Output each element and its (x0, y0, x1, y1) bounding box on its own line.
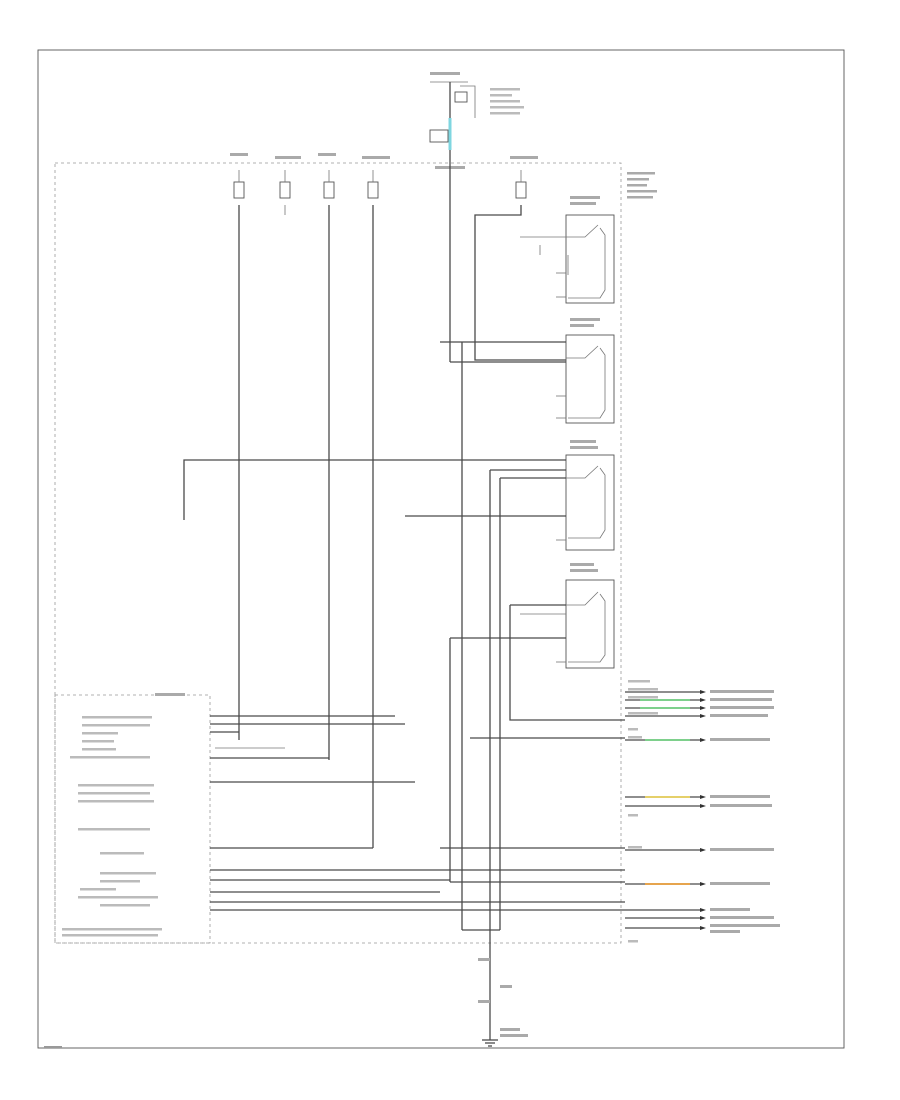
fuse-2-icon (279, 170, 291, 199)
output-destination-labels (710, 690, 780, 933)
central-junction-box-outline (54, 162, 622, 944)
module-pin-labels (62, 716, 162, 937)
relay-4 (565, 563, 615, 669)
ground-symbol (482, 1039, 498, 1047)
relay-3 (565, 440, 615, 551)
fuse-1-icon (233, 170, 245, 199)
module-output-wires (210, 715, 625, 911)
top-feed (429, 72, 524, 165)
top-fuse-icon (454, 91, 468, 103)
fuse-group (233, 170, 527, 199)
relay-2 (565, 318, 615, 424)
fuse-4-icon (367, 170, 379, 199)
vertical-bus-wires (238, 205, 374, 848)
right-connector-outputs (440, 691, 700, 929)
relay-3-control-wire (183, 459, 566, 520)
fuse-5-icon (515, 170, 527, 199)
relay-switch-symbol (566, 224, 599, 238)
control-module (54, 693, 211, 944)
fuse-symbol (460, 85, 476, 118)
relay-1 (565, 196, 615, 304)
relay-1-box (565, 214, 615, 304)
page-frame (37, 49, 845, 1049)
right-pin-labels (628, 680, 658, 943)
fuse-3-icon (323, 170, 335, 199)
relay-4-wire (509, 604, 625, 721)
fuse-label-bars (230, 153, 657, 199)
relay-1-feed-wire (474, 205, 566, 361)
ground (462, 929, 528, 1047)
connector-pin-symbol (700, 690, 706, 930)
page-number-mark (44, 1046, 62, 1048)
